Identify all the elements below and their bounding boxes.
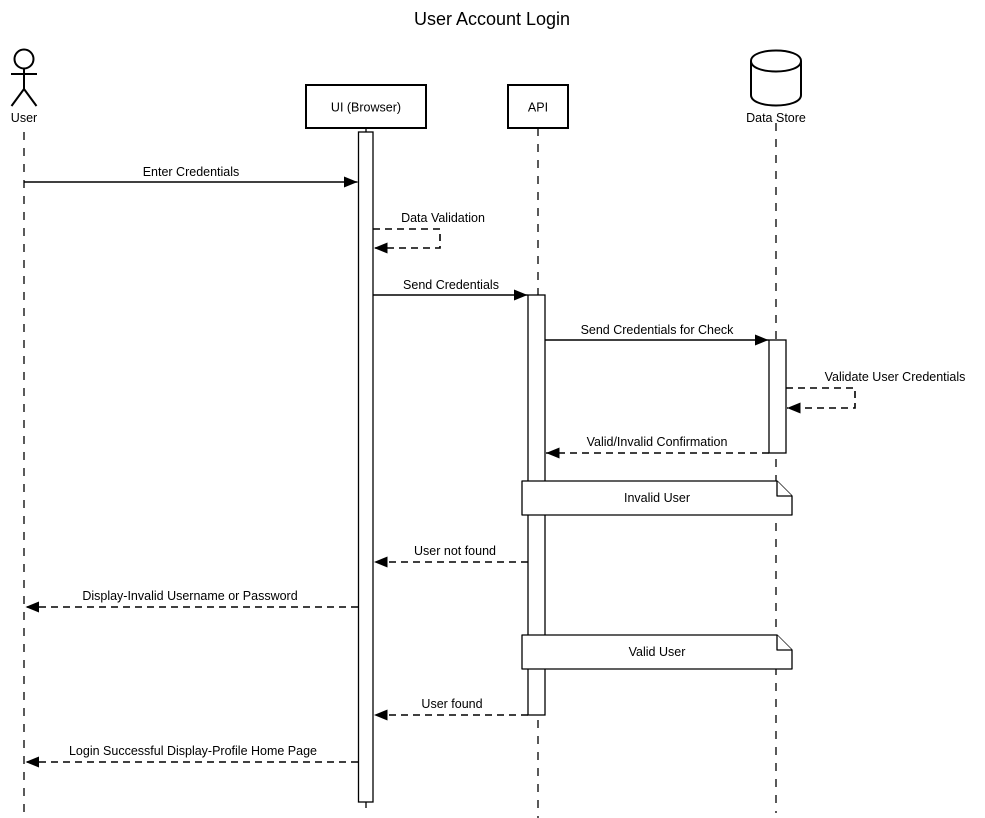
database-cylinder-icon — [750, 49, 802, 107]
message-label: Display-Invalid Username or Password — [82, 589, 297, 603]
participant-api-label: API — [528, 101, 548, 115]
message-arrow — [373, 228, 441, 254]
message-label: Send Credentials for Check — [581, 323, 735, 337]
lifelines — [23, 123, 777, 818]
message-valid-invalid-confirmation: Valid/Invalid Confirmation — [546, 435, 769, 459]
note-invalid-user: Invalid User — [521, 480, 793, 516]
message-send-credentials: Send Credentials — [373, 278, 528, 301]
note-fold-corner — [776, 481, 792, 497]
message-enter-credentials: Enter Credentials — [24, 165, 358, 188]
message-label: Valid/Invalid Confirmation — [587, 435, 728, 449]
participant-datastore-label: Data Store — [746, 111, 806, 125]
note-valid-user: Valid User — [521, 634, 793, 670]
database-cylinder-top-arc — [750, 60, 802, 73]
participant-datastore: Data Store — [746, 49, 806, 125]
actor-user-leg-right — [23, 88, 38, 107]
message-display-invalid-username-or-password: Display-Invalid Username or Password — [25, 589, 358, 613]
note-label: Valid User — [629, 645, 686, 659]
participant-ui-label: UI (Browser) — [331, 101, 401, 115]
message-user-not-found: User not found — [374, 544, 528, 568]
activation-bars — [357, 131, 787, 803]
message-label: Data Validation — [401, 211, 485, 225]
actor-user-leg-left — [10, 88, 25, 107]
diagram-title: User Account Login — [414, 9, 570, 29]
note-label: Invalid User — [624, 491, 690, 505]
message-label: Send Credentials — [403, 278, 499, 292]
actor-user: User — [10, 48, 38, 125]
message-user-found: User found — [374, 697, 528, 721]
message-data-validation-self: Data Validation — [373, 211, 485, 254]
message-label: User found — [421, 697, 482, 711]
participant-api-box — [507, 84, 569, 129]
actor-user-label: User — [11, 111, 37, 125]
activation-bar-ui — [357, 131, 374, 803]
message-label: User not found — [414, 544, 496, 558]
note-fold-corner — [776, 635, 792, 651]
participant-api: API — [507, 84, 569, 129]
participant-ui-box — [305, 84, 427, 129]
actor-user-head — [13, 48, 35, 70]
activation-bar-datastore — [768, 339, 787, 454]
message-validate-user-credentials-self: Validate User Credentials — [786, 370, 966, 414]
participant-ui: UI (Browser) — [305, 84, 427, 129]
message-label: Login Successful Display-Profile Home Pa… — [69, 744, 317, 758]
message-label: Validate User Credentials — [825, 370, 966, 384]
message-arrow — [786, 387, 856, 414]
message-login-successful-display-profile-home-page: Login Successful Display-Profile Home Pa… — [25, 744, 358, 768]
message-send-credentials-for-check: Send Credentials for Check — [545, 323, 769, 346]
note-shape — [521, 480, 793, 516]
message-label: Enter Credentials — [143, 165, 240, 179]
note-shape — [521, 634, 793, 670]
